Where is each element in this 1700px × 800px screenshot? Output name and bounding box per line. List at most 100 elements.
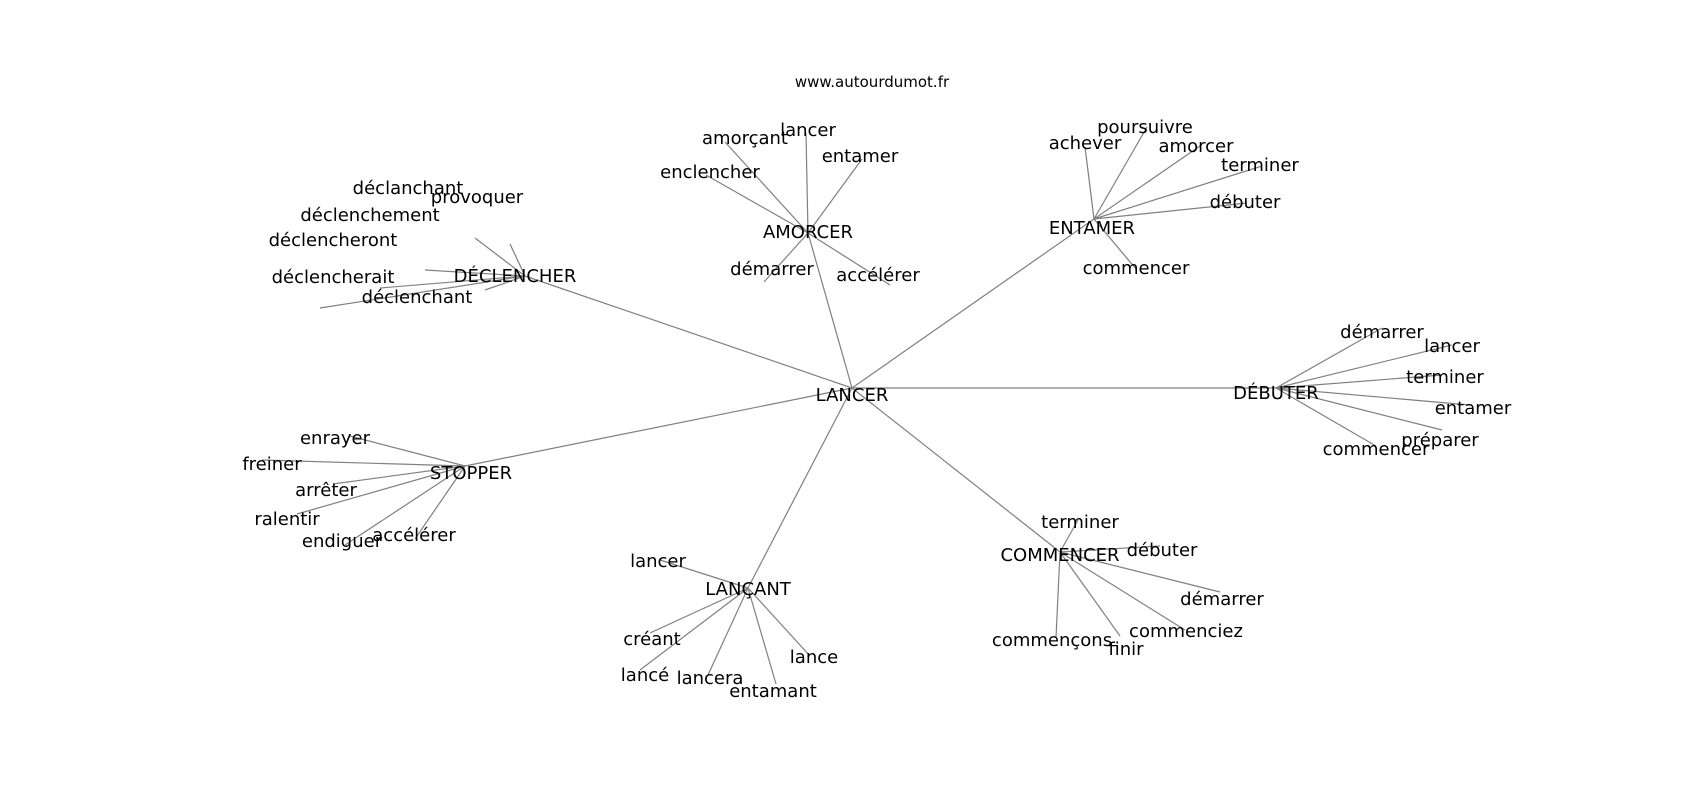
- edge-commencer-1: [1059, 545, 1161, 553]
- node-hub-lancant[interactable]: LANÇANT: [705, 579, 792, 600]
- node-stopper-word[interactable]: enrayer: [300, 428, 371, 449]
- node-commencer-word[interactable]: démarrer: [1180, 589, 1264, 610]
- node-hub-entamer[interactable]: ENTAMER: [1049, 218, 1135, 239]
- edge-entamer-2: [1093, 145, 1201, 220]
- node-entamer-word[interactable]: terminer: [1221, 155, 1299, 176]
- node-declencher-word[interactable]: provoquer: [431, 187, 524, 208]
- edge-lancant-1: [649, 587, 749, 634]
- edge-lancant-3: [707, 587, 749, 676]
- edge-entamer-1: [1093, 126, 1148, 220]
- edge-declencher-4: [319, 275, 526, 309]
- node-debuter-word[interactable]: démarrer: [1340, 322, 1424, 343]
- edge-center-declencher: [524, 275, 853, 389]
- node-debuter-word[interactable]: entamer: [1435, 398, 1512, 419]
- edge-declencher-3: [379, 275, 526, 289]
- node-stopper-word[interactable]: endiguer: [302, 531, 383, 552]
- node-entamer-word[interactable]: poursuivre: [1097, 117, 1193, 138]
- edge-lancant-2: [639, 587, 749, 671]
- edge-entamer-4: [1093, 202, 1248, 220]
- node-lancant-word[interactable]: lancer: [630, 551, 686, 572]
- edge-debuter-4: [1275, 387, 1443, 431]
- node-commencer-word[interactable]: commençons: [992, 630, 1112, 651]
- node-amorcer-word[interactable]: entamer: [822, 146, 899, 167]
- node-entamer-word[interactable]: amorcer: [1159, 136, 1235, 157]
- edge-commencer-2: [1059, 551, 1221, 593]
- edge-commencer-3: [1059, 551, 1186, 631]
- edge-center-lancant: [747, 387, 853, 589]
- edge-debuter-1: [1275, 344, 1453, 389]
- edge-debuter-2: [1275, 374, 1443, 389]
- node-entamer-word[interactable]: débuter: [1210, 192, 1281, 213]
- node-hub-declencher[interactable]: DÉCLENCHER: [454, 265, 577, 287]
- node-amorcer-word[interactable]: amorçant: [702, 128, 788, 149]
- node-declencher-word[interactable]: déclencheront: [269, 230, 398, 251]
- edge-stopper-2: [332, 465, 466, 485]
- edge-declencher-5: [484, 275, 526, 291]
- edge-commencer-0: [1059, 519, 1079, 553]
- edge-stopper-0: [349, 435, 466, 467]
- node-debuter-word[interactable]: lancer: [1424, 336, 1480, 357]
- edge-debuter-3: [1275, 387, 1471, 406]
- node-commencer-word[interactable]: débuter: [1127, 540, 1198, 561]
- edge-amorcer-2: [807, 158, 863, 234]
- node-declencher-word[interactable]: déclenchement: [300, 205, 439, 226]
- edge-amorcer-0: [724, 141, 809, 234]
- node-amorcer-word[interactable]: accélérer: [836, 265, 920, 286]
- edge-stopper-5: [414, 465, 466, 540]
- node-declencher-word[interactable]: déclencherait: [272, 267, 395, 288]
- edge-debuter-5: [1275, 387, 1377, 447]
- edge-amorcer-4: [763, 232, 809, 283]
- node-amorcer-word[interactable]: lancer: [780, 120, 836, 141]
- node-stopper-word[interactable]: arrêter: [295, 480, 357, 501]
- node-declencher-word[interactable]: déclanchant: [353, 178, 464, 199]
- edge-entamer-0: [1084, 146, 1095, 220]
- node-entamer-word[interactable]: commencer: [1083, 258, 1190, 279]
- edge-center-entamer: [851, 218, 1095, 389]
- graph-edges: [261, 126, 1471, 685]
- node-amorcer-word[interactable]: démarrer: [730, 259, 814, 280]
- node-stopper-word[interactable]: freiner: [242, 454, 302, 475]
- edge-declencher-0: [474, 237, 526, 277]
- edge-lancant-0: [659, 559, 749, 589]
- node-center[interactable]: LANCER: [816, 385, 889, 406]
- node-debuter-word[interactable]: préparer: [1401, 430, 1479, 451]
- edge-center-commencer: [851, 387, 1061, 553]
- edge-lancant-4: [747, 587, 777, 685]
- node-hub-debuter[interactable]: DÉBUTER: [1233, 382, 1319, 404]
- edge-amorcer-1: [805, 132, 809, 234]
- node-debuter-word[interactable]: commencer: [1323, 439, 1430, 460]
- edge-commencer-5: [1055, 551, 1061, 639]
- node-lancant-word[interactable]: lancera: [677, 668, 744, 689]
- edge-entamer-5: [1093, 218, 1137, 270]
- node-stopper-word[interactable]: ralentir: [254, 509, 320, 530]
- node-lancant-word[interactable]: lance: [790, 647, 838, 668]
- edge-lancant-5: [747, 587, 811, 657]
- edge-amorcer-5: [807, 232, 891, 286]
- node-commencer-word[interactable]: terminer: [1041, 512, 1119, 533]
- node-hub-stopper[interactable]: STOPPER: [430, 463, 512, 484]
- node-entamer-word[interactable]: achever: [1049, 133, 1122, 154]
- node-commencer-word[interactable]: finir: [1108, 639, 1144, 660]
- node-lancant-word[interactable]: lancé: [621, 665, 669, 686]
- node-debuter-word[interactable]: terminer: [1406, 367, 1484, 388]
- node-commencer-word[interactable]: commenciez: [1129, 621, 1243, 642]
- edge-declencher-1: [509, 243, 526, 277]
- edge-entamer-3: [1093, 165, 1263, 220]
- edge-stopper-3: [296, 465, 466, 515]
- edge-amorcer-3: [705, 174, 809, 234]
- node-hub-commencer[interactable]: COMMENCER: [1000, 545, 1119, 566]
- node-hub-amorcer[interactable]: AMORCER: [763, 222, 853, 243]
- site-label[interactable]: www.autourdumot.fr: [795, 73, 950, 91]
- edge-debuter-0: [1275, 327, 1383, 389]
- node-amorcer-word[interactable]: enclencher: [660, 162, 760, 183]
- edge-center-amorcer: [807, 232, 853, 389]
- edge-center-stopper: [464, 387, 853, 467]
- node-declencher-word[interactable]: déclenchant: [362, 287, 473, 308]
- node-stopper-word[interactable]: accélérer: [372, 525, 456, 546]
- node-lancant-word[interactable]: créant: [623, 629, 680, 650]
- edge-stopper-4: [344, 465, 466, 546]
- edge-declencher-2: [424, 269, 526, 277]
- node-lancant-word[interactable]: entamant: [729, 681, 817, 702]
